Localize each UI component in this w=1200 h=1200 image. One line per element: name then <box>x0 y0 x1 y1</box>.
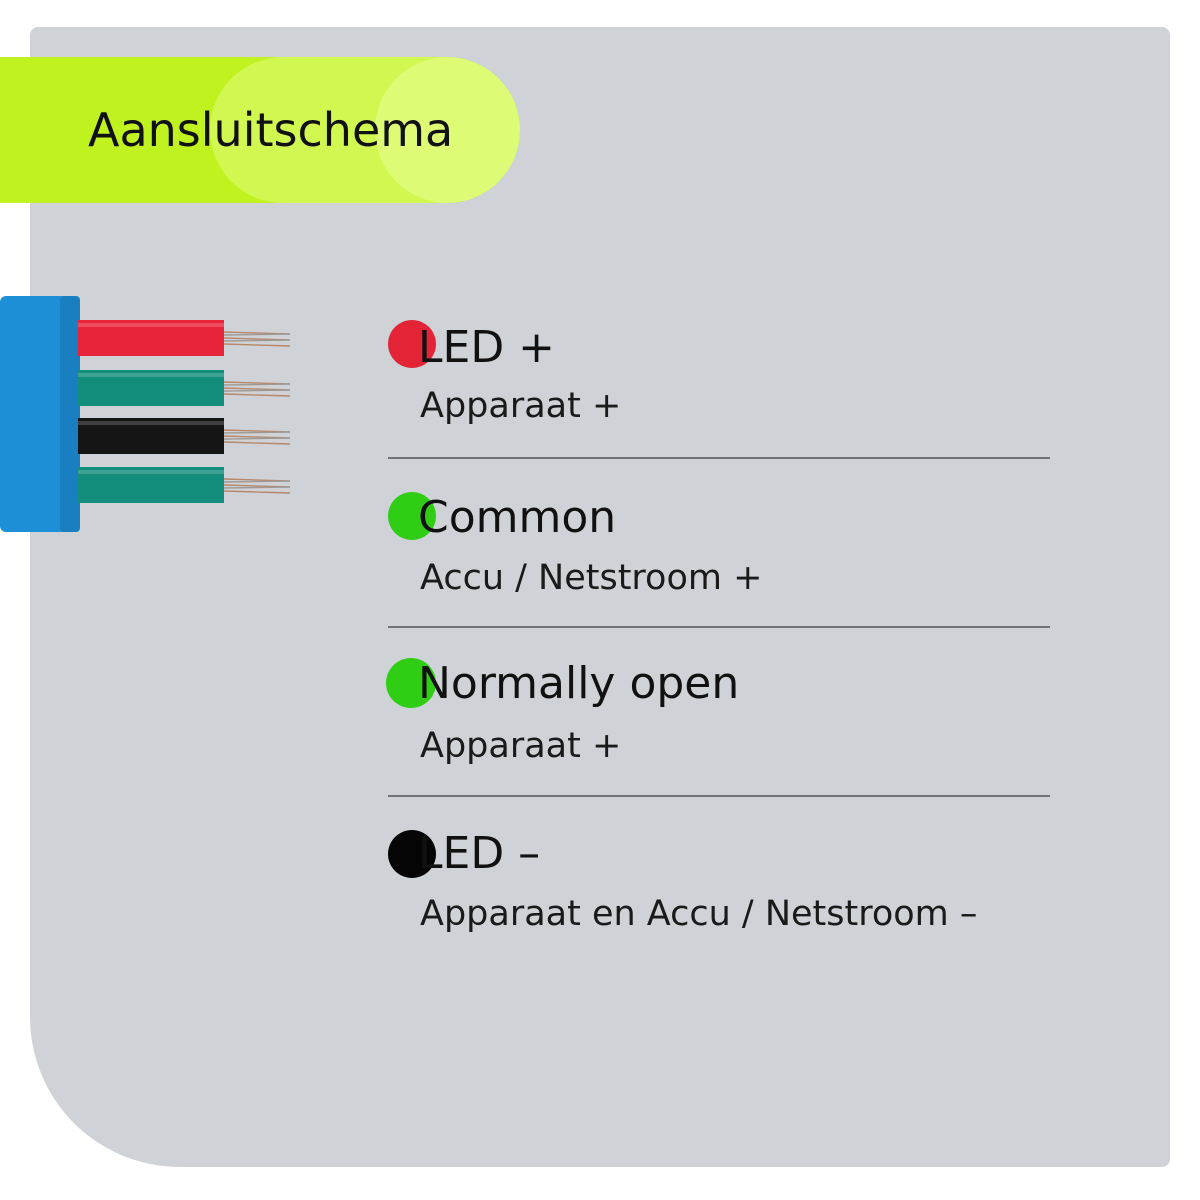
legend-item-subtitle: Apparaat en Accu / Netstroom – <box>420 894 978 934</box>
wire-group <box>78 320 291 503</box>
copper-strand <box>223 480 291 483</box>
divider <box>388 457 1050 459</box>
banner-highlight <box>375 57 520 203</box>
red-dot-icon <box>388 320 436 368</box>
green-wire <box>78 467 224 503</box>
legend-item-title: LED + <box>418 322 556 373</box>
legend-item-title: Normally open <box>418 658 740 709</box>
copper-strand <box>223 393 291 397</box>
copper-strand <box>223 486 291 489</box>
copper-strand <box>223 431 291 434</box>
legend-item-subtitle: Accu / Netstroom + <box>420 558 763 598</box>
green-dot-icon <box>386 658 436 708</box>
title-banner <box>0 57 520 203</box>
legend-item-title: Common <box>418 492 617 543</box>
background-panel <box>30 27 1170 1167</box>
legend-item-common: Common Accu / Netstroom + <box>388 490 1050 600</box>
green-dot-icon <box>388 492 436 540</box>
legend-item-led-minus: LED – Apparaat en Accu / Netstroom – <box>388 826 1050 936</box>
legend-item-subtitle: Apparaat + <box>420 726 622 766</box>
wire-highlight <box>78 323 224 327</box>
legend-item-subtitle: Apparaat + <box>420 386 622 426</box>
red-wire <box>78 320 224 356</box>
copper-strand <box>223 490 291 494</box>
wire-highlight <box>78 470 224 474</box>
wire-highlight <box>78 421 224 425</box>
connector-illustration <box>0 296 291 532</box>
legend-item-led-plus: LED + Apparaat + <box>388 318 1050 428</box>
copper-strand <box>223 389 291 392</box>
legend-item-normally-open: Normally open Apparaat + <box>386 656 1050 766</box>
divider <box>388 626 1050 628</box>
copper-strand <box>223 333 291 336</box>
copper-strand <box>223 437 291 440</box>
legend-item-title: LED – <box>418 828 541 879</box>
copper-strand <box>223 441 291 445</box>
green-wire <box>78 370 224 406</box>
divider <box>388 795 1050 797</box>
black-wire <box>78 418 224 454</box>
page-title: Aansluitschema <box>88 103 454 157</box>
copper-strand <box>223 383 291 386</box>
banner-highlight <box>210 57 520 203</box>
wire-highlight <box>78 373 224 377</box>
copper-strand <box>223 339 291 342</box>
black-dot-icon <box>388 830 436 878</box>
connector-housing-shade <box>60 296 80 532</box>
copper-strand <box>223 343 291 347</box>
